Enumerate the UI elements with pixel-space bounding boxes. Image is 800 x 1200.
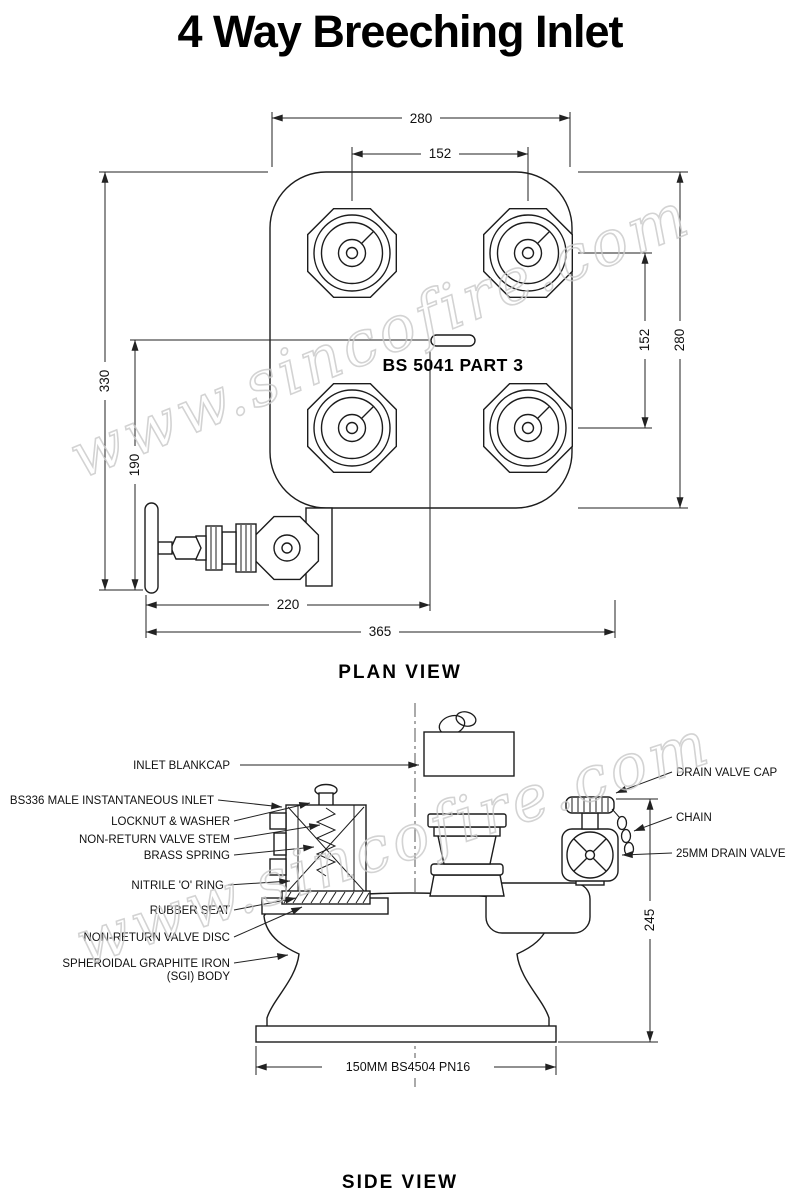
label-sgi-body-line2: (SGI) BODY [167, 971, 231, 983]
label-locknut-washer: LOCKNUT & WASHER [111, 816, 230, 828]
body-dome [263, 892, 551, 1028]
dim-overall-height-label: 245 [642, 909, 657, 932]
dimension-height-overall-left: 330 [97, 171, 268, 591]
dim-flange-spec-label: 150MM BS4504 PN16 [346, 1060, 470, 1074]
drain-valve-assembly-plan [144, 502, 333, 594]
drain-valve-hub [584, 849, 596, 861]
dimension-inlet-pitch-top: 152 [351, 146, 529, 201]
dim-inlet-pitch-top-label: 152 [429, 146, 452, 161]
left-callout-leaders [217, 761, 420, 964]
side-view-drawing: 245 150MM BS4504 PN16 INLET BLANKC [10, 703, 786, 1087]
blankcap-body [423, 731, 515, 777]
dim-height-right-label: 280 [672, 329, 687, 352]
label-non-return-valve-stem: NON-RETURN VALVE STEM [79, 834, 230, 846]
dim-height-overall-left-label: 330 [97, 370, 112, 393]
dimension-width-top: 280 [271, 110, 571, 167]
dimension-bottom-overall: 365 [145, 600, 616, 640]
inlet-port-bottom-right [483, 383, 573, 473]
instantaneous-inlet-lug-top [269, 812, 287, 830]
label-brass-spring: BRASS SPRING [144, 850, 230, 862]
label-inlet-blankcap: INLET BLANKCAP [133, 760, 230, 772]
base-flange [255, 1025, 557, 1043]
valve-handle-flange [144, 502, 159, 594]
plan-view-caption: PLAN VIEW [338, 662, 462, 683]
outlet-coupling [427, 813, 507, 897]
dim-valve-offset-left-label: 190 [127, 454, 142, 477]
dimension-valve-offset-left: 190 [127, 339, 429, 591]
side-dimensions: 245 150MM BS4504 PN16 [255, 798, 658, 1075]
coupling-cap-rim [427, 813, 507, 828]
right-callout-leaders [615, 771, 673, 859]
label-non-return-valve-disc: NON-RETURN VALVE DISC [83, 932, 230, 944]
coupling-skirt [429, 874, 505, 897]
dimension-bottom-inner: 220 [145, 351, 431, 638]
drawing-title: 4 Way Breeching Inlet [177, 6, 624, 57]
label-25mm-drain-valve: 25MM DRAIN VALVE [676, 848, 786, 860]
valve-flange-center [281, 542, 293, 554]
dim-bottom-overall-label: 365 [369, 624, 392, 639]
body-right-lobe [485, 882, 591, 934]
left-callout-labels: INLET BLANKCAP BS336 MALE INSTANTANEOUS … [10, 760, 230, 983]
label-chain: CHAIN [676, 812, 712, 824]
blankcap-shackle-link [455, 711, 477, 727]
dim-inlet-pitch-right-label: 152 [637, 329, 652, 352]
inlet-blankcap [423, 711, 515, 777]
valve-stem [157, 541, 173, 555]
valve-disc [205, 525, 223, 571]
label-bs336-inlet: BS336 MALE INSTANTANEOUS INLET [10, 795, 214, 807]
dimension-overall-height: 245 [558, 798, 658, 1043]
dimension-flange-spec: 150MM BS4504 PN16 [255, 1046, 557, 1075]
valve-stem-top [318, 792, 334, 807]
valve-body-segment [221, 531, 237, 565]
side-view-caption: SIDE VIEW [341, 1172, 459, 1193]
dimension-height-right: 280 [578, 171, 688, 509]
label-rubber-seat: RUBBER SEAT [150, 905, 230, 917]
instantaneous-inlet-throat [273, 832, 287, 856]
label-nitrile-o-ring: NITRILE 'O' RING [131, 880, 224, 892]
drain-valve-cap [565, 796, 615, 814]
inlet-valve-section [269, 783, 371, 905]
brass-spring [315, 807, 337, 877]
plan-dimensions: 280 152 152 [97, 110, 688, 640]
label-drain-valve-cap: DRAIN VALVE CAP [676, 767, 778, 779]
dim-width-top-label: 280 [410, 111, 433, 126]
instantaneous-inlet-lug-bottom [269, 858, 287, 876]
dim-bottom-inner-label: 220 [277, 597, 300, 612]
dimension-inlet-pitch-right: 152 [578, 252, 653, 429]
rubber-seat-band [281, 890, 371, 905]
inlet-port-top-left [307, 207, 397, 298]
plan-view-drawing: BS 5041 PART 3 [58, 110, 702, 640]
valve-hex-nut [170, 536, 202, 560]
body-marking-text: BS 5041 PART 3 [383, 355, 524, 375]
right-callout-labels: DRAIN VALVE CAP CHAIN 25MM DRAIN VALVE [676, 767, 786, 860]
center-slot [430, 334, 476, 347]
label-sgi-body-line1: SPHEROIDAL GRAPHITE IRON [62, 958, 230, 970]
coupling-ring [430, 863, 504, 876]
